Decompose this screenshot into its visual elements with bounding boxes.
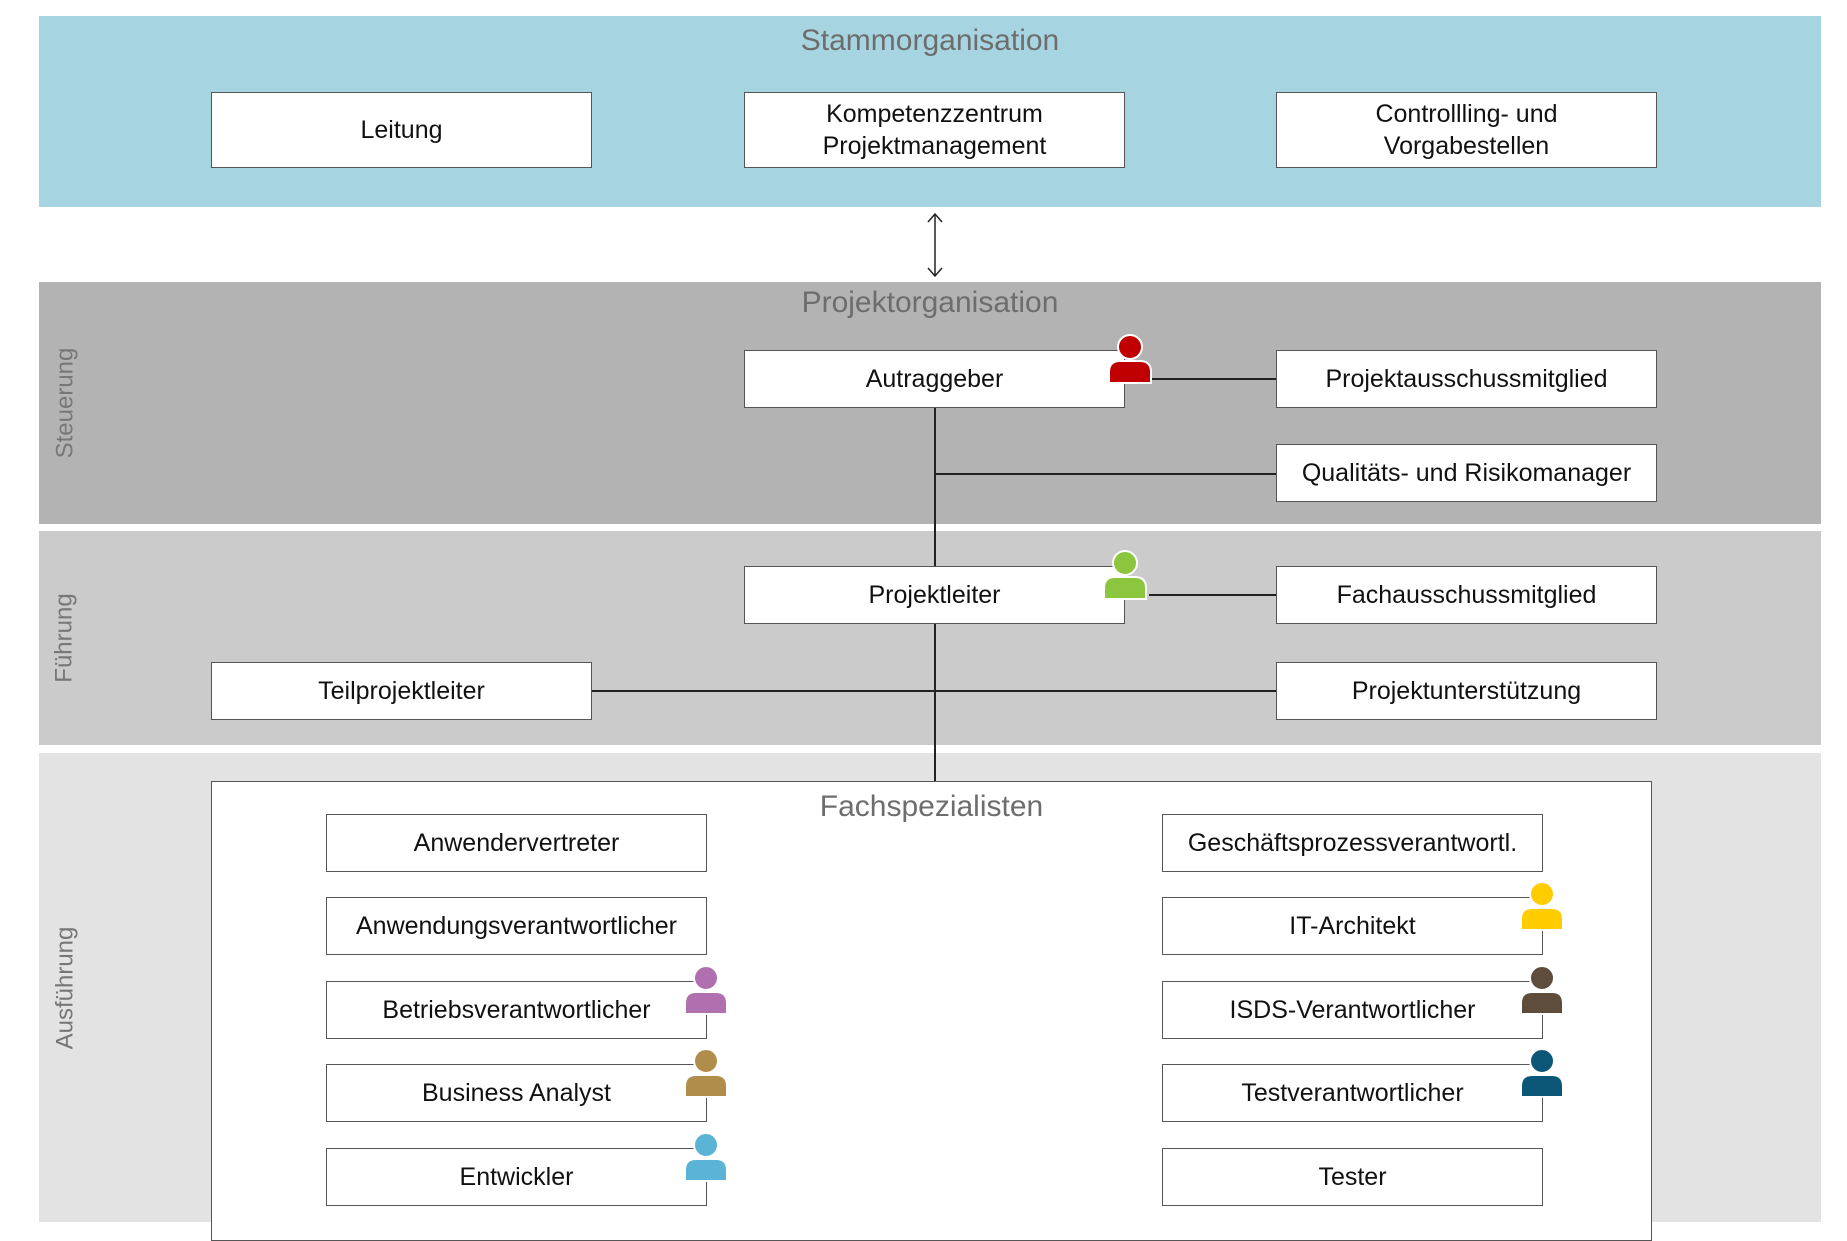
anwendungsverantwortlicher-label: Anwendungsverantwortlicher	[355, 912, 677, 940]
projektunterstuetzung-box: Projektunterstützung	[1276, 662, 1657, 720]
leitung-label: Leitung	[360, 116, 443, 144]
geschaeftsprozessverantwortlicher-label: Geschäftsprozessverantwortl.	[1187, 829, 1518, 857]
business-analyst-box: Business Analyst	[326, 1064, 707, 1122]
projektleiter-box: Projektleiter	[744, 566, 1125, 624]
teilprojekt-unterstuetzung-connector	[592, 690, 1276, 692]
ausfuehrung-label: Ausführung	[39, 753, 91, 1222]
kompetenzzentrum-box: Kompetenzzentrum Projektmanagement	[744, 92, 1125, 168]
tester-label: Tester	[1318, 1163, 1387, 1191]
controlling-label: Controllling- und Vorgabestellen	[1375, 100, 1558, 160]
betriebsverantwortlicher-box: Betriebsverantwortlicher	[326, 981, 707, 1039]
testverantwortlicher-label: Testverantwortlicher	[1241, 1079, 1464, 1107]
geschaeftsprozessverantwortlicher-box: Geschäftsprozessverantwortl.	[1162, 814, 1543, 872]
projektleiter-person-icon	[1102, 550, 1148, 600]
it-architekt-box: IT-Architekt	[1162, 897, 1543, 955]
steuerung-label: Steuerung	[39, 282, 91, 524]
double-arrow-icon	[927, 212, 943, 278]
isds-verantwortlicher-label: ISDS-Verantwortlicher	[1229, 996, 1476, 1024]
stammorganisation-title: Stammorganisation	[800, 24, 1060, 57]
it-architekt-person-icon	[1519, 881, 1565, 931]
auftraggeber-box: Autraggeber	[744, 350, 1125, 408]
projektausschussmitglied-box: Projektausschussmitglied	[1276, 350, 1657, 408]
teilprojektleiter-box: Teilprojektleiter	[211, 662, 592, 720]
anwendervertreter-label: Anwendervertreter	[413, 829, 620, 857]
business-analyst-label: Business Analyst	[422, 1079, 611, 1107]
kompetenzzentrum-label: Kompetenzzentrum Projektmanagement	[822, 100, 1047, 160]
anwendungsverantwortlicher-box: Anwendungsverantwortlicher	[326, 897, 707, 955]
entwickler-label: Entwickler	[459, 1163, 574, 1191]
projektleiter-label: Projektleiter	[868, 581, 1001, 609]
business-analyst-person-icon	[683, 1048, 729, 1098]
projektleiter-fachausschuss-connector	[1149, 594, 1276, 596]
fuehrung-label-text: Führung	[51, 593, 79, 683]
projektausschussmitglied-label: Projektausschussmitglied	[1325, 365, 1608, 393]
qualitaet-risikomanager-box: Qualitäts- und Risikomanager	[1276, 444, 1657, 502]
auftraggeber-label: Autraggeber	[865, 365, 1004, 393]
entwickler-box: Entwickler	[326, 1148, 707, 1206]
projektorganisation-title: Projektorganisation	[801, 286, 1059, 319]
isds-verantwortlicher-person-icon	[1519, 965, 1565, 1015]
entwickler-person-icon	[683, 1132, 729, 1182]
auftraggeber-projektausschuss-connector	[1149, 378, 1276, 380]
teilprojektleiter-label: Teilprojektleiter	[318, 677, 485, 705]
ausfuehrung-label-text: Ausführung	[51, 926, 79, 1049]
qualitaet-connector	[934, 473, 1276, 475]
steuerung-label-text: Steuerung	[51, 347, 79, 459]
isds-verantwortlicher-box: ISDS-Verantwortlicher	[1162, 981, 1543, 1039]
fachspezialisten-title: Fachspezialisten	[819, 790, 1044, 823]
controlling-box: Controllling- und Vorgabestellen	[1276, 92, 1657, 168]
fachausschussmitglied-label: Fachausschussmitglied	[1336, 581, 1597, 609]
fachausschussmitglied-box: Fachausschussmitglied	[1276, 566, 1657, 624]
it-architekt-label: IT-Architekt	[1289, 912, 1416, 940]
betriebsverantwortlicher-label: Betriebsverantwortlicher	[382, 996, 651, 1024]
anwendervertreter-box: Anwendervertreter	[326, 814, 707, 872]
leitung-box: Leitung	[211, 92, 592, 168]
auftraggeber-person-icon	[1107, 334, 1153, 384]
projektunterstuetzung-label: Projektunterstützung	[1351, 677, 1582, 705]
testverantwortlicher-box: Testverantwortlicher	[1162, 1064, 1543, 1122]
fuehrung-label: Führung	[39, 531, 91, 745]
qualitaet-risikomanager-label: Qualitäts- und Risikomanager	[1301, 459, 1632, 487]
testverantwortlicher-person-icon	[1519, 1048, 1565, 1098]
tester-box: Tester	[1162, 1148, 1543, 1206]
betriebsverantwortlicher-person-icon	[683, 965, 729, 1015]
